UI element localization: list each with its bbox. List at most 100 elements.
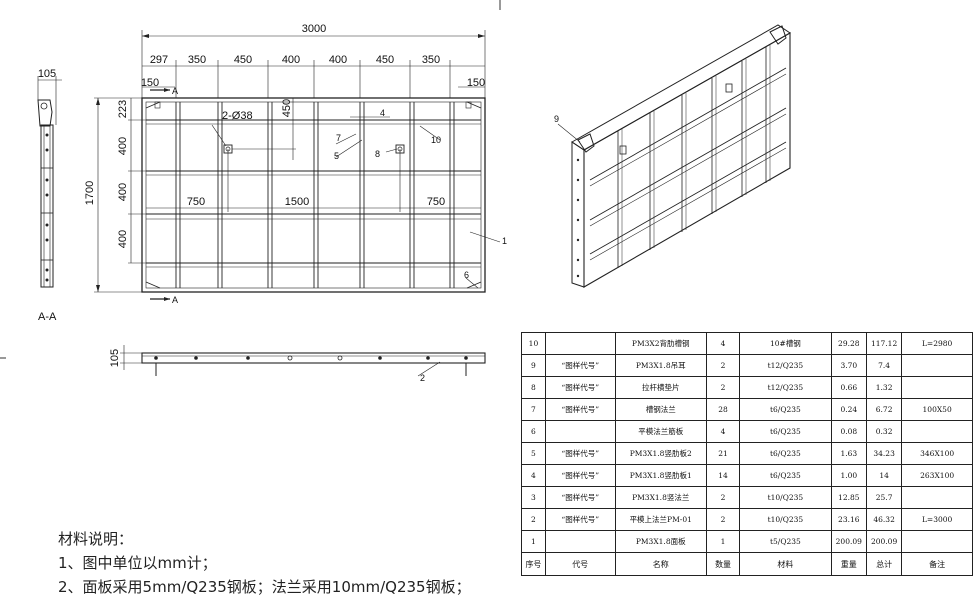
dim-top-segment: 350 — [188, 54, 206, 66]
bom-cell-total: 14 — [865, 464, 903, 487]
bom-cell-remark — [901, 376, 973, 399]
notes-line: 1、图中单位以mm计； — [58, 554, 217, 572]
bom-header-cell: 序号 — [521, 552, 546, 576]
notes-title: 材料说明： — [58, 530, 134, 548]
bom-cell-material: t6/Q235 — [739, 398, 832, 421]
bom-cell-total: 7.4 — [865, 354, 903, 377]
bom-cell-remark — [901, 354, 973, 377]
panel-inner-outline — [145, 101, 482, 289]
section-mark: A — [172, 86, 178, 96]
bom-cell-code — [544, 530, 616, 553]
bom-cell-material: t6/Q235 — [739, 442, 832, 465]
bom-cell-qty: 4 — [705, 420, 741, 443]
bom-cell-weight: 1.00 — [830, 464, 867, 487]
part-label: 2 — [420, 373, 425, 383]
bom-cell-weight: 29.28 — [830, 332, 867, 355]
bom-cell-remark: 346X100 — [901, 442, 973, 465]
dim-bottom-segment: 1500 — [285, 196, 309, 208]
bom-cell-remark — [901, 420, 973, 443]
bom-cell-name: PM3X1.8竖肋板2 — [614, 442, 707, 465]
bom-cell-weight: 0.66 — [830, 376, 867, 399]
bom-cell-material: t10/Q235 — [739, 486, 832, 509]
bom-cell-total: 34.23 — [865, 442, 903, 465]
bom-cell-material: t6/Q235 — [739, 464, 832, 487]
bom-cell-name: PM3X1.8竖肋板1 — [614, 464, 707, 487]
bom-cell-no: 3 — [521, 486, 546, 509]
bom-cell-material: t12/Q235 — [739, 354, 832, 377]
panel-outline — [141, 97, 486, 293]
bom-cell-material: 10#槽钢 — [739, 332, 832, 355]
bom-cell-name: 槽钢法兰 — [614, 398, 707, 421]
dim-top-segment: 450 — [376, 54, 394, 66]
side-view — [37, 76, 62, 288]
bom-cell-no: 6 — [521, 420, 546, 443]
bom-cell-qty: 2 — [705, 354, 741, 377]
bom-header-cell: 总计 — [865, 552, 903, 576]
bom-cell-no: 4 — [521, 464, 546, 487]
dim-bottom-segment: 750 — [187, 196, 205, 208]
bom-cell-name: 平模上法兰PM-01 — [614, 508, 707, 531]
bom-cell-total: 25.7 — [865, 486, 903, 509]
bom-cell-total: 200.09 — [865, 530, 903, 553]
bom-header-cell: 名称 — [614, 552, 707, 576]
bom-cell-no: 5 — [521, 442, 546, 465]
bom-header-cell: 备注 — [901, 552, 973, 576]
dim-left-segment: 400 — [117, 230, 129, 248]
front-view-dimensions — [94, 30, 501, 300]
bom-cell-remark: 263X100 — [901, 464, 973, 487]
bom-cell-total: 6.72 — [865, 398, 903, 421]
notes-line: 2、面板采用5mm/Q235钢板；法兰采用10mm/Q235钢板； — [58, 578, 471, 596]
bom-cell-material: t5/Q235 — [739, 530, 832, 553]
part-label: 7 — [336, 133, 341, 143]
bom-cell-weight: 23.16 — [830, 508, 867, 531]
bom-cell-no: 10 — [521, 332, 546, 355]
bom-header-cell: 代号 — [544, 552, 616, 576]
bom-cell-weight: 0.08 — [830, 420, 867, 443]
bom-cell-no: 2 — [521, 508, 546, 531]
part-label: 1 — [502, 236, 507, 246]
bom-cell-code: “图样代号” — [544, 354, 616, 377]
bom-cell-remark: L=2980 — [901, 332, 973, 355]
part-label: 10 — [431, 135, 441, 145]
bom-cell-code — [544, 420, 616, 443]
dim-overall-height: 1700 — [84, 181, 96, 205]
bom-cell-no: 8 — [521, 376, 546, 399]
dim-edge-offset: 150 — [141, 77, 159, 89]
bom-cell-material: t6/Q235 — [739, 420, 832, 443]
bom-cell-weight: 0.24 — [830, 398, 867, 421]
bom-cell-weight: 1.63 — [830, 442, 867, 465]
bom-cell-total: 0.32 — [865, 420, 903, 443]
bom-cell-code: “图样代号” — [544, 486, 616, 509]
bom-cell-code — [544, 332, 616, 355]
bom-cell-name: 平模法兰筋板 — [614, 420, 707, 443]
bom-cell-qty: 2 — [705, 508, 741, 531]
side-view-holes — [45, 133, 49, 282]
dim-top-segment: 400 — [282, 54, 300, 66]
bom-cell-no: 7 — [521, 398, 546, 421]
dim-left-segment: 400 — [117, 137, 129, 155]
bottom-view-holes — [154, 356, 468, 360]
part-label: 8 — [375, 149, 380, 159]
hole-callout: 2-Ø38 — [222, 110, 253, 122]
bom-header-cell: 数量 — [705, 552, 741, 576]
bom-cell-qty: 1 — [705, 530, 741, 553]
bom-cell-total: 1.32 — [865, 376, 903, 399]
bom-cell-remark: L=3000 — [901, 508, 973, 531]
bom-cell-remark — [901, 486, 973, 509]
dim-left-segment: 400 — [117, 183, 129, 201]
part-label: 9 — [554, 114, 559, 124]
part-label: 6 — [464, 270, 469, 280]
bom-cell-name: PM3X1.8竖法兰 — [614, 486, 707, 509]
dim-bottom-segment: 750 — [427, 196, 445, 208]
material-notes: 材料说明： 1、图中单位以mm计； 2、面板采用5mm/Q235钢板；法兰采用1… — [58, 527, 471, 599]
